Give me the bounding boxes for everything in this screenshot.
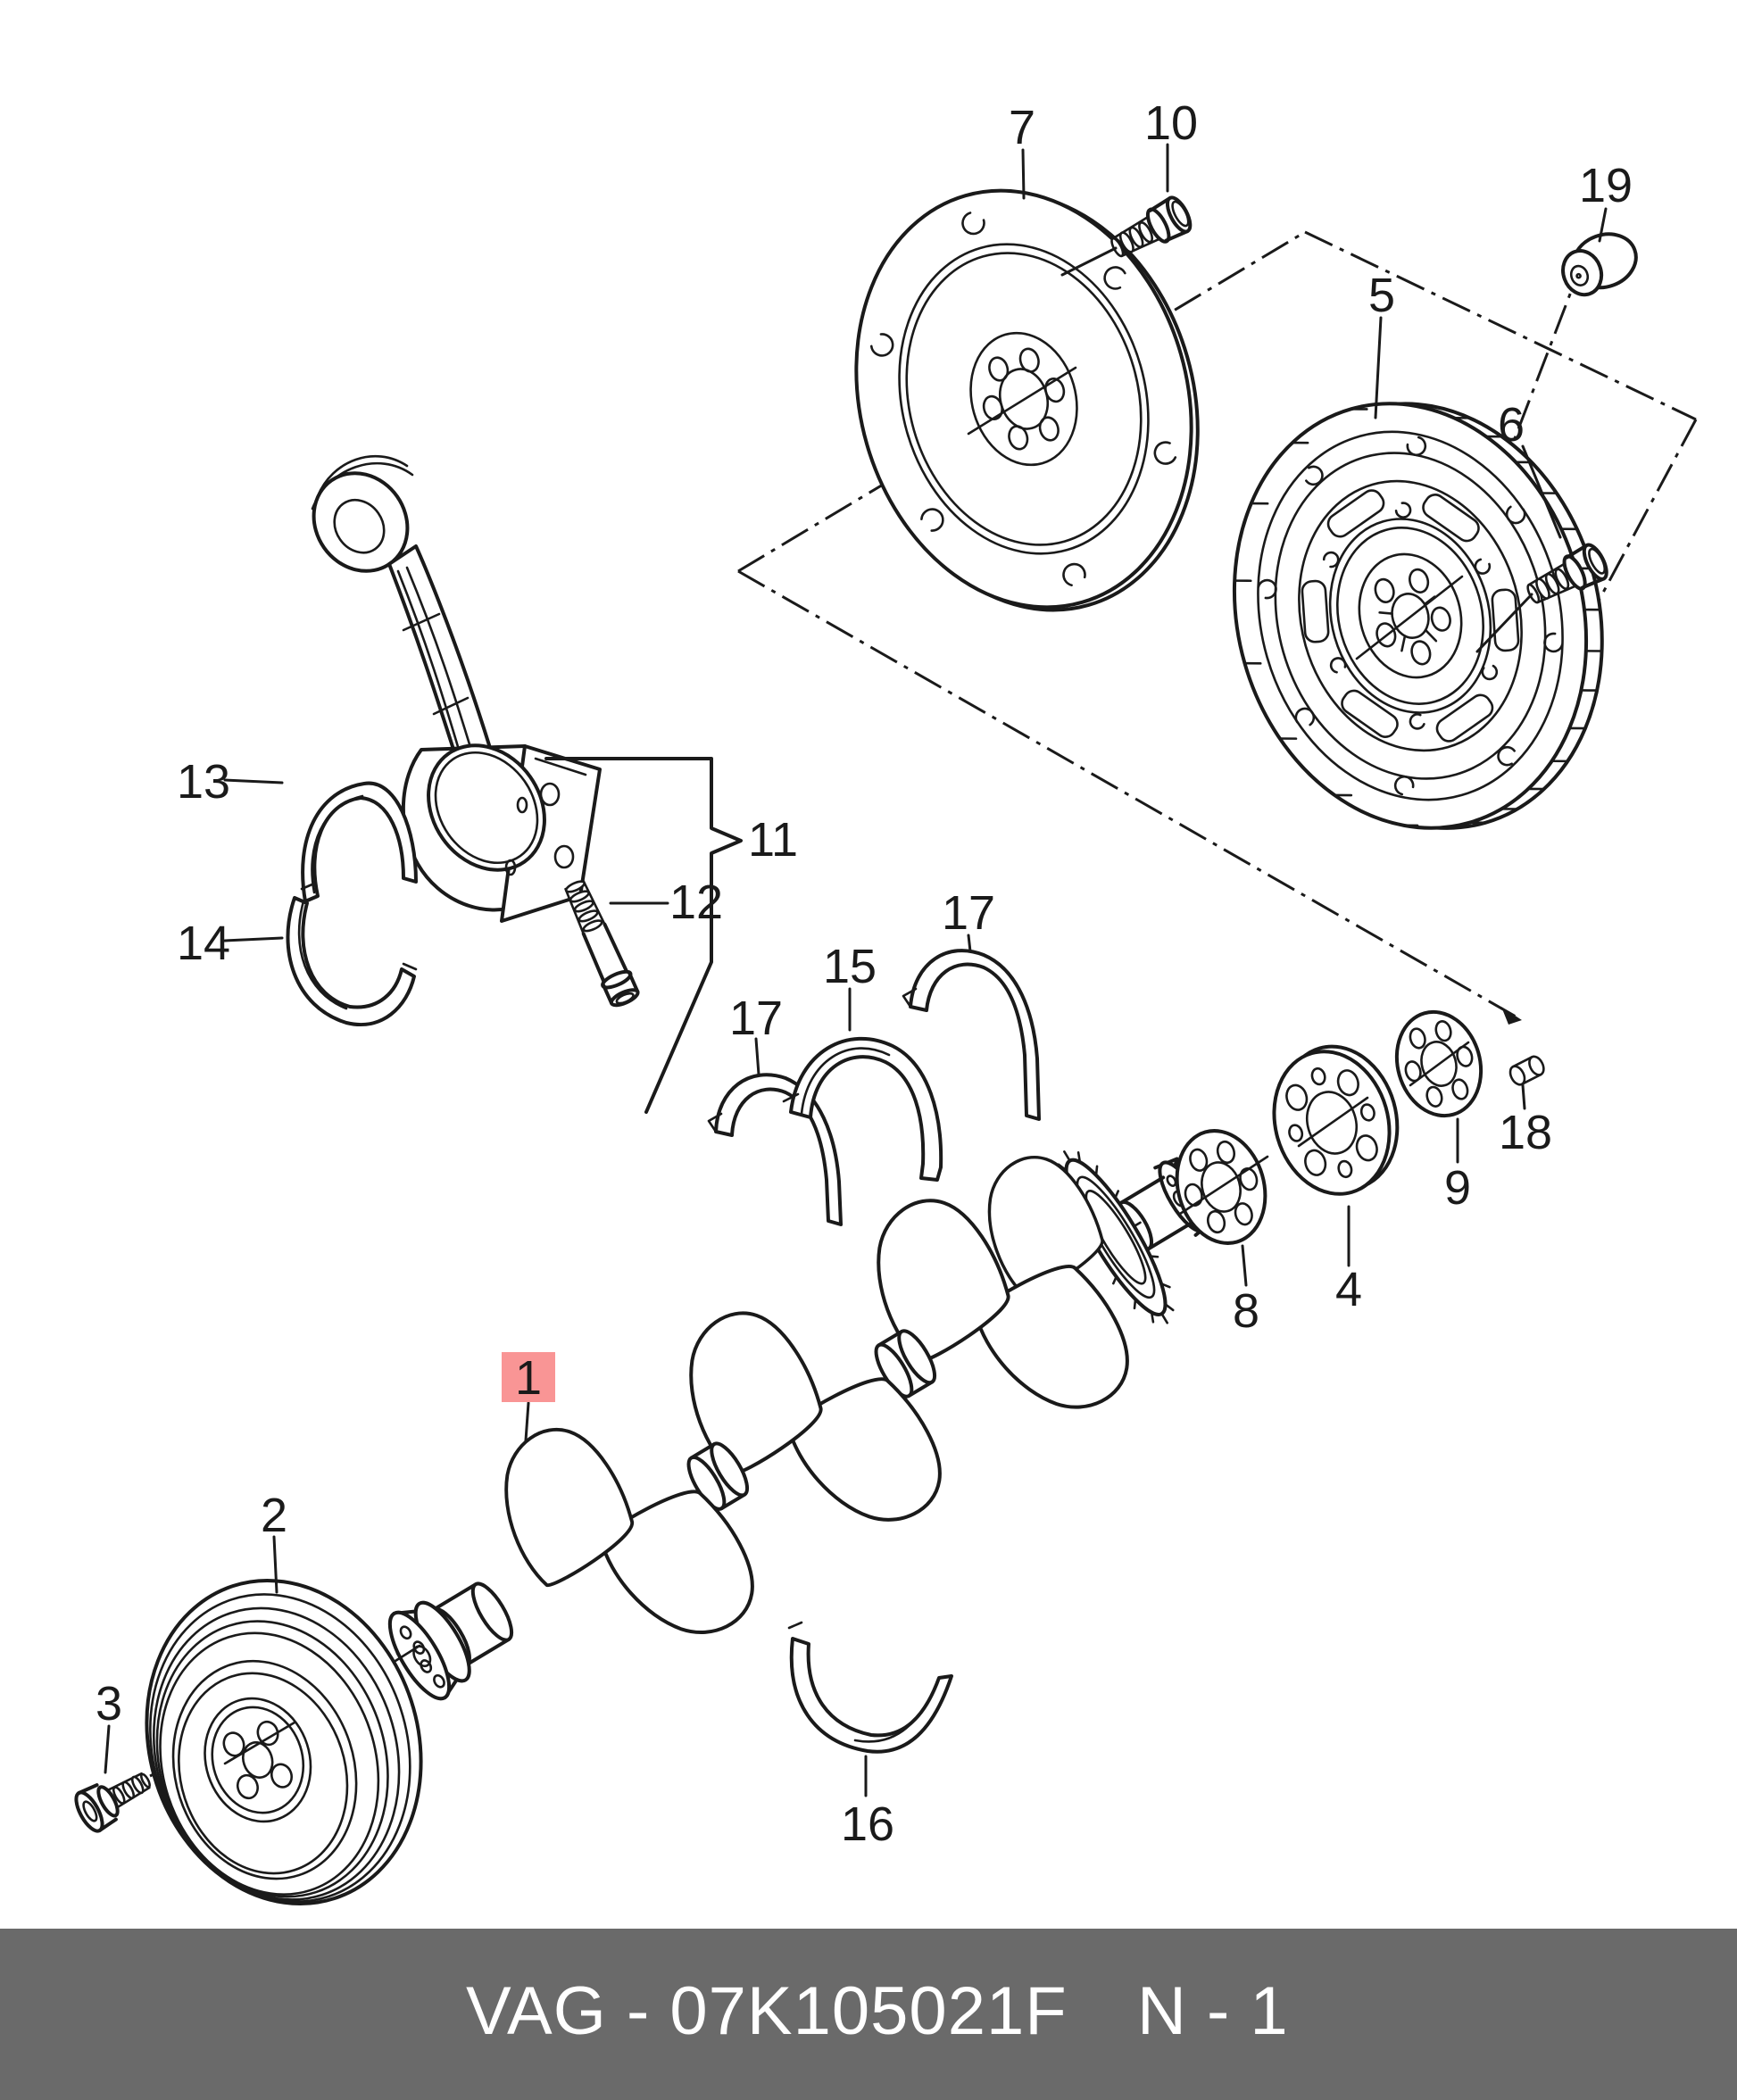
washer-center-marks (1178, 1041, 1470, 1216)
part-label-14: 14 (177, 917, 230, 970)
plate-cutouts (869, 211, 1178, 587)
group-11-bracket (544, 757, 743, 1114)
spring-windows (1301, 489, 1520, 743)
connecting-rod-drawing (311, 454, 602, 923)
bearing-shell-15 (782, 1036, 943, 1182)
arrowhead (1501, 1007, 1522, 1025)
part-label-9: 9 (1444, 1161, 1471, 1215)
part-label-10: 10 (1144, 96, 1198, 150)
footer-page-ref: N - 1 (1137, 1973, 1289, 2049)
part-label-11: 11 (748, 813, 798, 867)
part-label-15: 15 (823, 940, 877, 993)
part-label-2: 2 (261, 1489, 287, 1542)
pin-18-drawing (1508, 1055, 1545, 1086)
part-label-3: 3 (96, 1677, 122, 1731)
part-label-5: 5 (1368, 269, 1395, 322)
pulley-center-mark (223, 1721, 296, 1765)
bolt-10-tip-line (1060, 246, 1118, 277)
leader-lines (104, 143, 1608, 1797)
part-label-17a: 17 (729, 992, 783, 1045)
part-label-7: 7 (1009, 101, 1035, 154)
bolt-3-drawing (74, 1772, 151, 1833)
part-label-18: 18 (1499, 1106, 1552, 1159)
rod-bolt-12-drawing (564, 879, 640, 1008)
rod-bearing-shell-13 (300, 781, 418, 903)
drive-plate-center-mark (967, 366, 1077, 436)
bolt-6-tip-line (1475, 593, 1533, 653)
dual-mass-flywheel-drawing (1232, 402, 1604, 830)
rod-bearing-shell-14 (286, 896, 418, 1026)
bushing-19-drawing (1561, 232, 1638, 297)
part-label-1: 1 (515, 1351, 542, 1405)
bolt-10-drawing (1105, 195, 1194, 266)
part-label-17b: 17 (942, 886, 995, 940)
part-label-12: 12 (669, 876, 723, 929)
bearing-shell-17-right (902, 949, 1041, 1121)
part-label-8: 8 (1233, 1284, 1259, 1338)
part-label-6: 6 (1498, 398, 1525, 452)
flywheel-center-mark (1355, 575, 1464, 660)
part-label-19: 19 (1579, 159, 1633, 212)
highlighted-label-box (502, 1352, 555, 1402)
part-label-13: 13 (177, 755, 230, 809)
footer-part-code: VAG - 07K105021F (466, 1973, 1068, 2049)
pulley-drawing (145, 1578, 423, 1906)
bearing-shell-16 (787, 1621, 953, 1754)
flywheel-cutouts (1257, 436, 1564, 796)
bearing-shell-17-left (707, 1073, 843, 1226)
part-label-16: 16 (841, 1797, 894, 1851)
footer-bar: VAG - 07K105021F N - 1 (0, 1929, 1737, 2100)
part-label-4: 4 (1335, 1263, 1362, 1316)
